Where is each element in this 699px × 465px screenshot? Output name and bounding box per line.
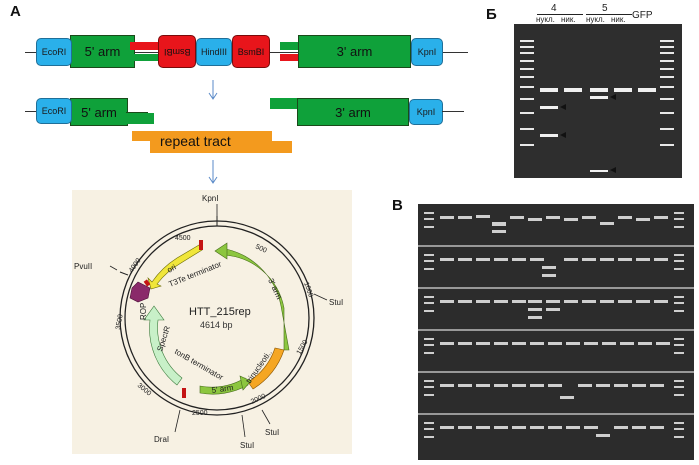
digest-left-line [25, 111, 39, 112]
digest-3-overhang [270, 98, 300, 109]
digest-site-kpni: KpnI [409, 99, 443, 125]
lane-group-4-lane-2: ник. [561, 15, 576, 24]
lane-group-5-line [586, 14, 632, 15]
site-bsmbi: BsmBI [232, 35, 270, 68]
construct-3-arm: 3' arm [298, 35, 411, 68]
digest-5-arm: 5' arm [70, 98, 128, 126]
panel-label-a: A [10, 3, 21, 20]
digest-5-overhang [126, 113, 154, 124]
panel-label-b-cyrillic: Б [486, 6, 497, 23]
site-kpni: KpnI [411, 38, 443, 66]
arrow-down-2 [208, 160, 218, 184]
gel-image-b [418, 204, 694, 460]
construct-overhang-left-green [130, 54, 164, 61]
repeat-tract-top-strip [132, 131, 272, 141]
lane-group-4-lane-1: нукл. [536, 15, 555, 24]
plasmid-size: 4614 bp [200, 320, 233, 330]
construct-overhang-right [280, 42, 302, 50]
tick-1000: 1000 [302, 281, 314, 298]
digest-right-line [442, 111, 464, 112]
lane-gfp-label: GFP [632, 10, 653, 21]
repeat-tract-label: repeat tract [160, 133, 231, 149]
arrow-down-1 [208, 80, 218, 100]
site-hindiii: HindIII [196, 38, 232, 66]
digest-3-arm: 3' arm [297, 98, 409, 126]
repeat-tract-bottom-strip [150, 141, 292, 153]
site-stui-label-2: StuI [265, 428, 279, 437]
construct-overhang-left [130, 42, 164, 50]
plasmid-name: HTT_215rep [189, 306, 251, 318]
tick-2500: 2500 [192, 410, 208, 417]
lane-group-4-number: 4 [551, 3, 557, 14]
feature-5-arm-label: 5' arm [211, 383, 234, 395]
site-stui-label-1: StuI [329, 298, 343, 307]
panel-label-b: B [392, 197, 403, 214]
site-pvuii-label: PvuII [74, 262, 92, 271]
site-stui-label-3: StuI [240, 441, 254, 450]
plasmid-map: KpnI PvuII StuI StuI StuI DraI 4500 500 … [72, 190, 352, 454]
site-bsmbi-reversed: BsmBI [158, 35, 196, 68]
construct-5-arm: 5' arm [70, 35, 135, 68]
feature-ori-label: ori [166, 262, 178, 274]
construct-overhang-right-red [280, 54, 302, 61]
lane-group-5-lane-1: нукл. [586, 15, 605, 24]
digest-5-overhang-top [126, 112, 148, 113]
tick-500: 500 [254, 243, 268, 254]
lane-group-5-lane-2: ник. [611, 15, 626, 24]
gel-image-b-cyr [514, 24, 682, 178]
site-ecori: EcoRI [36, 38, 72, 66]
tick-3500: 3500 [115, 314, 125, 331]
site-kpni-label: KpnI [202, 194, 218, 203]
lane-group-5-number: 5 [602, 3, 608, 14]
digest-site-ecori: EcoRI [36, 98, 72, 124]
feature-rop-label: ROP [139, 303, 148, 320]
site-drai-label: DraI [154, 435, 169, 444]
tick-4500: 4500 [175, 235, 191, 242]
lane-group-4-line [537, 14, 583, 15]
